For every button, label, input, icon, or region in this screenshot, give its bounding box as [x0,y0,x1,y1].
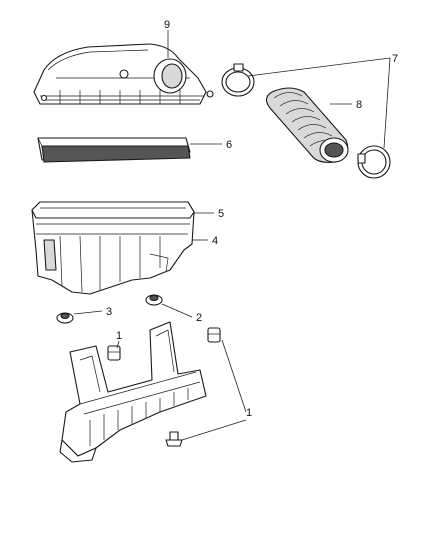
callout-1-upper: 1 [116,330,122,342]
callout-7: 7 [392,53,398,65]
callout-8: 8 [356,99,362,111]
grommet-3 [56,312,74,324]
leader-lines [73,30,391,441]
callout-2: 2 [196,312,202,324]
callout-4: 4 [212,235,218,247]
callout-6: 6 [226,139,232,151]
grommet-1b [207,327,221,343]
mounting-tray [59,321,207,463]
air-cleaner-cover [33,43,214,105]
air-inlet-duct [265,87,349,163]
air-cleaner-housing-lower [31,201,195,295]
air-filter-element [37,137,191,163]
hose-clamp-upper [221,63,255,97]
callout-1-lower: 1 [246,407,252,419]
bolt-1 [165,431,183,447]
hose-clamp-lower [357,145,391,179]
grommet-1a [107,345,121,361]
callout-9: 9 [164,19,170,31]
callout-3: 3 [106,306,112,318]
grommet-2 [145,294,163,306]
callout-5: 5 [218,208,224,220]
